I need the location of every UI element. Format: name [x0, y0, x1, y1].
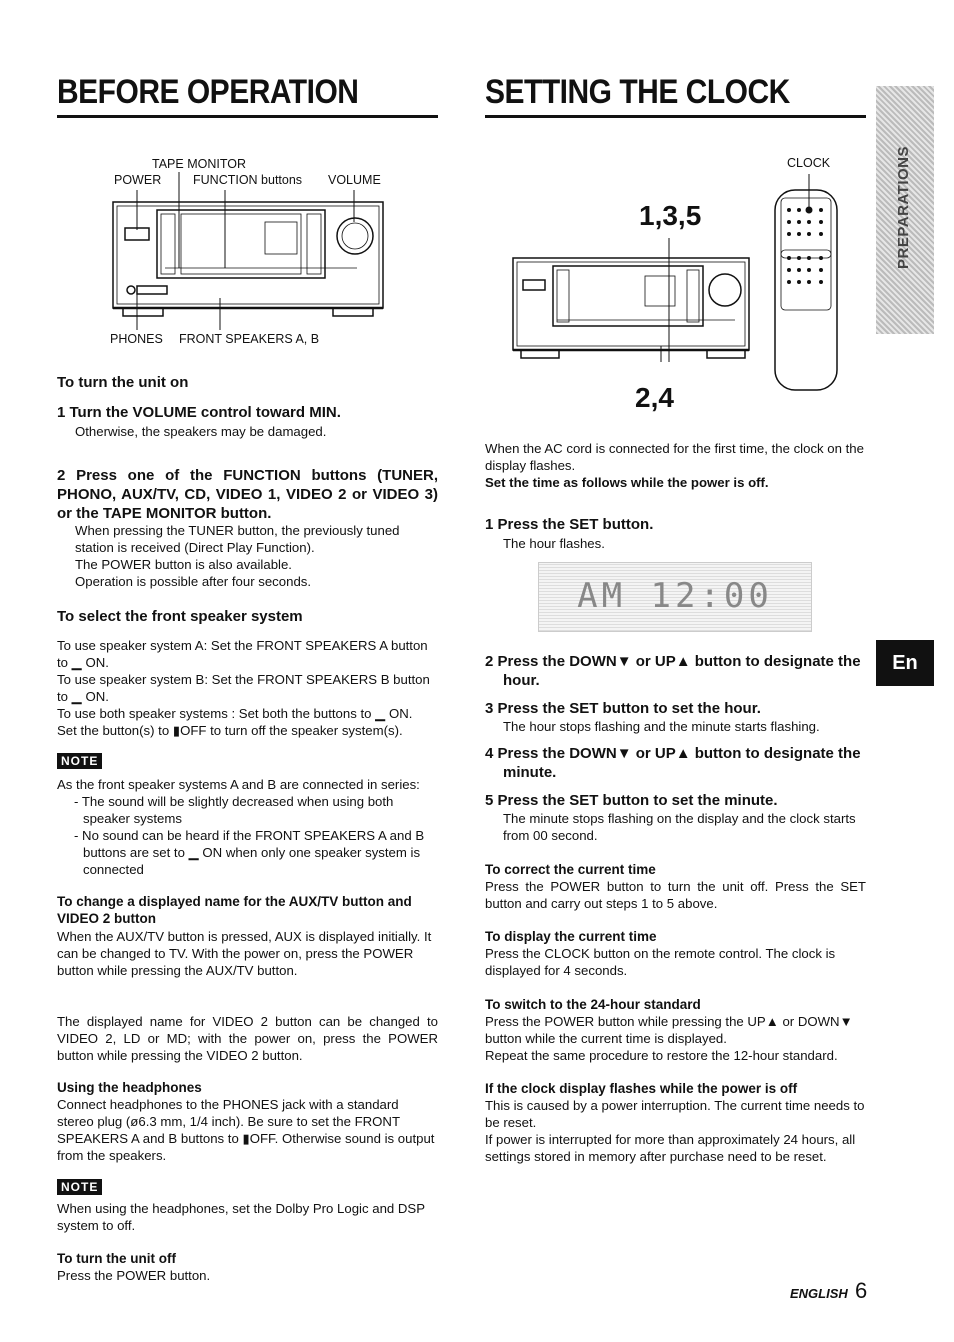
clock-figure: CLOCK 1,3,5 2,4 — [485, 150, 866, 420]
label-tape-monitor: TAPE MONITOR — [152, 157, 246, 171]
step2-line: station is received (Direct Play Functio… — [75, 540, 315, 555]
step2-line: When pressing the TUNER button, the prev… — [75, 523, 400, 538]
note-badge-1: NOTE — [57, 753, 103, 769]
h24-heading: To switch to the 24-hour standard — [485, 997, 701, 1012]
preparations-tab: PREPARATIONS — [876, 86, 934, 334]
clock-drawing — [512, 174, 838, 391]
turn-on-step2-text: When pressing the TUNER button, the prev… — [75, 522, 438, 590]
step2-line: The POWER button is also available. — [75, 557, 292, 572]
label-clock: CLOCK — [787, 156, 831, 170]
receiver-figure: TAPE MONITOR POWER FUNCTION buttons VOLU… — [57, 150, 438, 350]
flash-text2: If power is interrupted for more than ap… — [485, 1132, 856, 1164]
right-page-title: SETTING THE CLOCK — [485, 72, 790, 111]
turn-on-step1-title: 1 Turn the VOLUME control toward MIN. — [57, 404, 341, 421]
flash-heading: If the clock display flashes while the p… — [485, 1081, 798, 1096]
label-volume: VOLUME — [328, 173, 381, 187]
speaker-line: To use speaker system A: Set the FRONT S… — [57, 638, 428, 670]
aux-heading: To change a displayed name for the AUX/T… — [57, 894, 412, 926]
label-steps-2-4: 2,4 — [635, 382, 674, 413]
correct-heading: To correct the current time — [485, 862, 656, 877]
headphones-heading: Using the headphones — [57, 1080, 202, 1095]
language-tab: En — [876, 640, 934, 686]
clock-step4-title: 4 Press the DOWN▼ or UP▲ button to desig… — [485, 745, 861, 781]
headphones-text: Connect headphones to the PHONES jack wi… — [57, 1097, 435, 1163]
left-title-rule — [57, 115, 438, 118]
speaker-text: To use speaker system A: Set the FRONT S… — [57, 637, 438, 739]
step2-line: Operation is possible after four seconds… — [75, 574, 312, 589]
clock-step3-title: 3 Press the SET button to set the hour. — [485, 700, 761, 717]
note2-text: When using the headphones, set the Dolby… — [57, 1201, 425, 1233]
page-number: 6 — [855, 1278, 868, 1303]
turn-off-text: Press the POWER button. — [57, 1268, 211, 1283]
aux-para2: The displayed name for VIDEO 2 button ca… — [57, 1014, 438, 1063]
footer-language: ENGLISH — [790, 1286, 848, 1301]
display-time-heading: To display the current time — [485, 929, 657, 944]
turn-off-heading: To turn the unit off — [57, 1251, 176, 1266]
note1-intro: As the front speaker systems A and B are… — [57, 777, 420, 792]
clock-step2-title: 2 Press the DOWN▼ or UP▲ button to desig… — [485, 653, 861, 689]
preparations-tab-label: PREPARATIONS — [895, 146, 912, 269]
speaker-line: To use speaker system B: Set the FRONT S… — [57, 672, 430, 704]
note1-text: As the front speaker systems A and B are… — [57, 776, 438, 878]
label-steps-1-3-5: 1,3,5 — [639, 200, 702, 231]
label-phones: PHONES — [110, 332, 163, 346]
display-time-text: Press the CLOCK button on the remote con… — [485, 946, 836, 978]
turn-on-step2-title: 2 Press one of the FUNCTION buttons (TUN… — [57, 467, 438, 522]
speaker-heading: To select the front speaker system — [57, 608, 303, 625]
speaker-line: Set the button(s) to ▮OFF to turn off th… — [57, 723, 403, 738]
right-title-rule — [485, 115, 866, 118]
left-page-title: BEFORE OPERATION — [57, 72, 359, 111]
clock-step5-text: The minute stops flashing on the display… — [503, 811, 856, 843]
clock-step5-title: 5 Press the SET button to set the minute… — [485, 792, 778, 809]
correct-text: Press the POWER button to turn the unit … — [485, 879, 866, 911]
clock-step3-text: The hour stops flashing and the minute s… — [503, 719, 820, 734]
clock-intro-bold: Set the time as follows while the power … — [485, 475, 769, 490]
h24-text: Press the POWER button while pressing th… — [485, 1014, 853, 1046]
clock-step1-text: The hour flashes. — [503, 536, 605, 551]
clock-intro: When the AC cord is connected for the fi… — [485, 441, 864, 473]
note1-bullet: - No sound can be heard if the FRONT SPE… — [74, 828, 425, 877]
turn-on-step1-text: Otherwise, the speakers may be damaged. — [75, 424, 327, 439]
clock-step1-title: 1 Press the SET button. — [485, 516, 654, 533]
turn-on-heading: To turn the unit on — [57, 374, 189, 391]
label-function-buttons: FUNCTION buttons — [193, 173, 303, 187]
h24-text2: Repeat the same procedure to restore the… — [485, 1048, 838, 1063]
aux-para1: When the AUX/TV button is pressed, AUX i… — [57, 929, 432, 978]
receiver-drawing — [112, 172, 384, 330]
clock-display: AM 12:00 — [538, 562, 812, 632]
flash-text: This is caused by a power interruption. … — [485, 1098, 865, 1130]
label-power: POWER — [114, 173, 162, 187]
label-front-speakers: FRONT SPEAKERS A, B — [179, 332, 320, 346]
speaker-line: To use both speaker systems : Set both t… — [57, 706, 413, 721]
note-badge-2: NOTE — [57, 1179, 103, 1195]
note1-bullet: - The sound will be slightly decreased w… — [74, 794, 394, 826]
